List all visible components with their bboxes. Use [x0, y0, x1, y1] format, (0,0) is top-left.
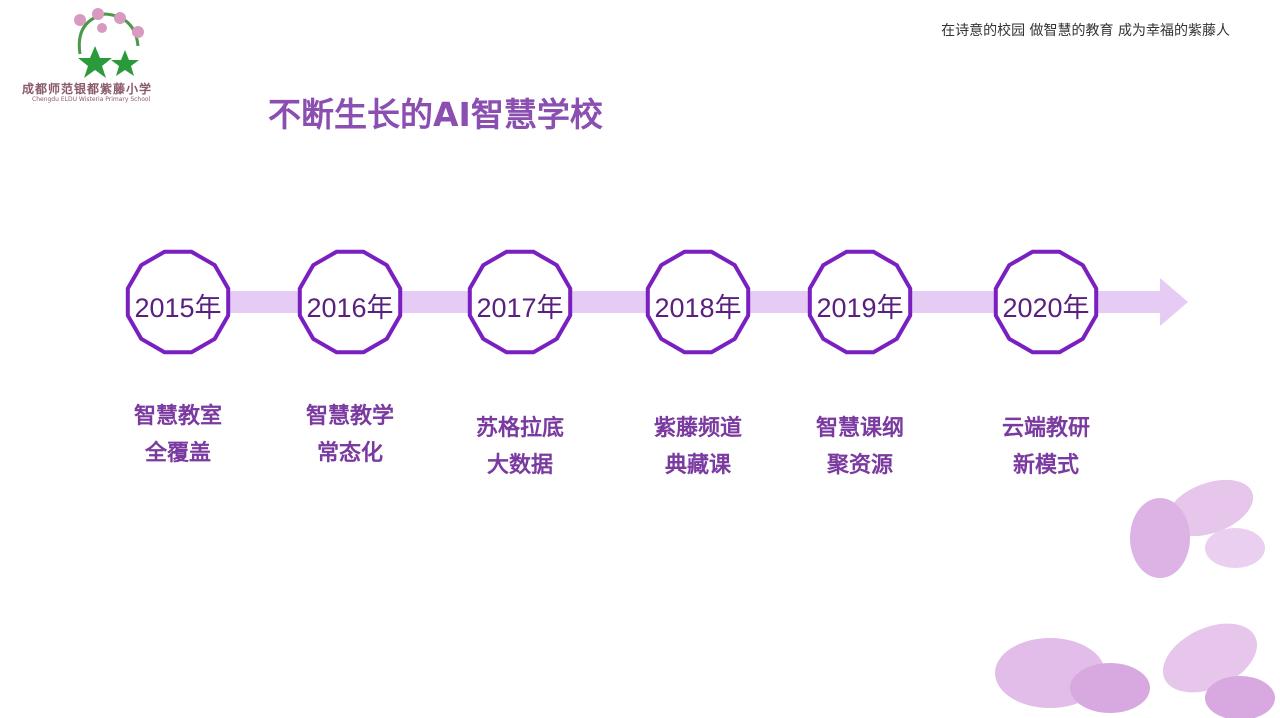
milestone-label-line1: 智慧教室 — [133, 404, 222, 429]
milestone-label-line2: 聚资源 — [826, 453, 893, 478]
milestone-dodecagon — [467, 249, 573, 355]
milestone-dodecagon — [993, 249, 1099, 355]
milestone-label: 苏格拉底大数据 — [450, 410, 590, 484]
milestone-year: 2019年 — [816, 293, 904, 323]
motto: 在诗意的校园 做智慧的教育 成为幸福的紫藤人 — [941, 23, 1230, 39]
milestone-label: 云端教研新模式 — [976, 410, 1116, 484]
milestone-label-line2: 典藏课 — [664, 453, 731, 478]
milestone-label-line1: 智慧课纲 — [815, 416, 904, 441]
school-logo — [74, 8, 144, 78]
milestone-label-line2: 常态化 — [316, 441, 383, 466]
milestone-label-line2: 全覆盖 — [144, 441, 211, 466]
milestone-label: 智慧课纲聚资源 — [790, 410, 930, 484]
milestone-dodecagon — [125, 249, 231, 355]
milestone-label-line1: 苏格拉底 — [475, 416, 564, 441]
milestone-dodecagon — [807, 249, 913, 355]
milestone-label: 智慧教学常态化 — [280, 398, 420, 472]
wisteria-flowers-decoration — [995, 479, 1275, 718]
milestone-label-line1: 紫藤频道 — [653, 416, 742, 441]
milestone-label-line2: 新模式 — [1012, 453, 1079, 478]
milestone-year: 2017年 — [476, 293, 564, 323]
milestone-label: 紫藤频道典藏课 — [628, 410, 768, 484]
milestone-dodecagon — [297, 249, 403, 355]
milestone-label: 智慧教室全覆盖 — [108, 398, 248, 472]
milestone-year: 2020年 — [1002, 293, 1090, 323]
milestone-year: 2018年 — [654, 293, 742, 323]
milestone-year: 2015年 — [134, 293, 222, 323]
slide-title: 不断生长的AI智慧学校 — [268, 95, 603, 134]
milestone-label-line1: 智慧教学 — [305, 404, 394, 429]
school-name-en: Chengdu ELDU Wisteria Primary School — [32, 96, 151, 103]
school-name: 成都师范银都紫藤小学 — [22, 82, 153, 96]
milestone-label-line1: 云端教研 — [1001, 416, 1090, 441]
milestone-year: 2016年 — [306, 293, 394, 323]
milestone-label-line2: 大数据 — [486, 453, 553, 478]
milestone-dodecagon — [645, 249, 751, 355]
